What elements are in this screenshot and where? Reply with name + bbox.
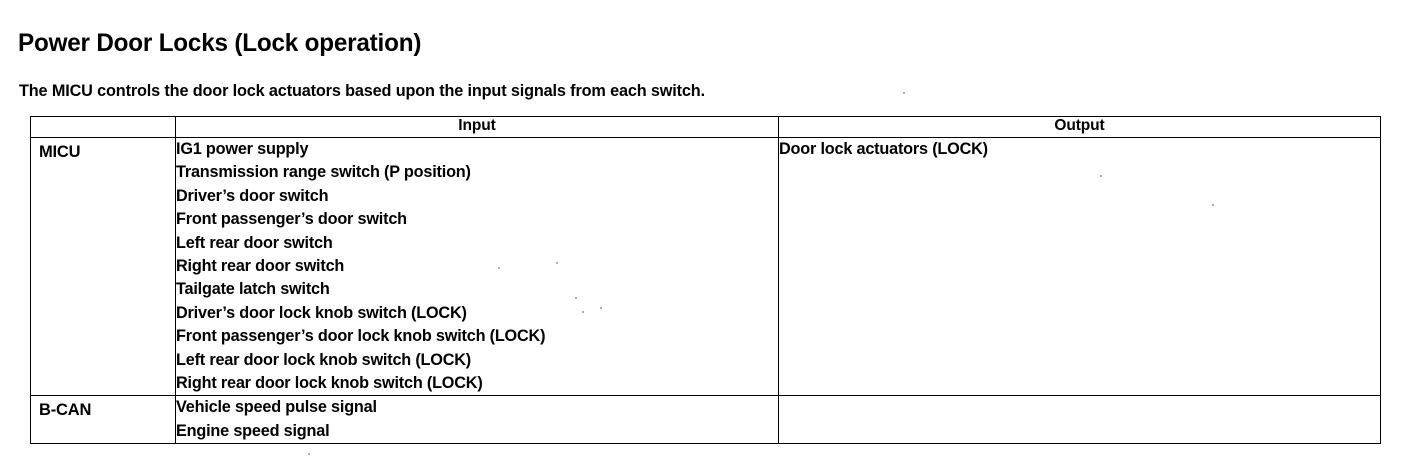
list-item: Door lock actuators (LOCK) xyxy=(779,140,988,158)
list-item: Engine speed signal xyxy=(176,421,330,440)
header-cell-blank xyxy=(30,116,176,138)
scan-speckle xyxy=(600,307,602,309)
header-cell-output: Output xyxy=(778,116,1381,138)
header-label-output: Output xyxy=(1054,117,1105,134)
list-item: Right rear door lock knob switch (LOCK) xyxy=(176,374,483,393)
row-label-cell-micu: MICU xyxy=(30,136,176,397)
scan-speckle xyxy=(1100,175,1102,177)
row-label-bcan: B-CAN xyxy=(39,401,92,420)
header-cell-input: Input xyxy=(175,116,779,138)
scan-speckle xyxy=(903,92,905,94)
page-title: Power Door Locks (Lock operation) xyxy=(18,28,422,57)
list-item: Front passenger’s door switch xyxy=(176,210,407,229)
intro-paragraph: The MICU controls the door lock actuator… xyxy=(19,81,705,100)
scan-speckle xyxy=(308,453,310,455)
list-item: Left rear door lock knob switch (LOCK) xyxy=(176,350,472,369)
output-cell-micu: Door lock actuators (LOCK) xyxy=(778,136,1381,397)
output-cell-bcan xyxy=(778,395,1381,445)
list-item: Right rear door switch xyxy=(176,257,345,276)
table-header-row: Input Output xyxy=(30,116,1381,138)
output-list-micu: Door lock actuators (LOCK) xyxy=(779,138,1380,161)
row-label-cell-bcan: B-CAN xyxy=(30,395,176,445)
header-label-input: Input xyxy=(458,117,496,134)
scan-speckle xyxy=(582,311,584,313)
scan-speckle xyxy=(575,297,577,299)
list-item: Tailgate latch switch xyxy=(176,280,330,299)
list-item: Front passenger’s door lock knob switch … xyxy=(176,327,546,346)
scan-speckle xyxy=(840,150,842,152)
list-item: Transmission range switch (P position) xyxy=(176,163,471,182)
scan-speckle xyxy=(556,262,558,264)
list-item: Driver’s door lock knob switch (LOCK) xyxy=(176,303,467,322)
list-item: Driver’s door switch xyxy=(176,186,329,205)
list-item: IG1 power supply xyxy=(176,140,309,158)
list-item: Vehicle speed pulse signal xyxy=(176,398,377,417)
list-item: Left rear door switch xyxy=(176,233,333,252)
scan-speckle xyxy=(498,267,500,269)
row-label-micu: MICU xyxy=(39,143,81,161)
scan-speckle xyxy=(1212,204,1214,206)
